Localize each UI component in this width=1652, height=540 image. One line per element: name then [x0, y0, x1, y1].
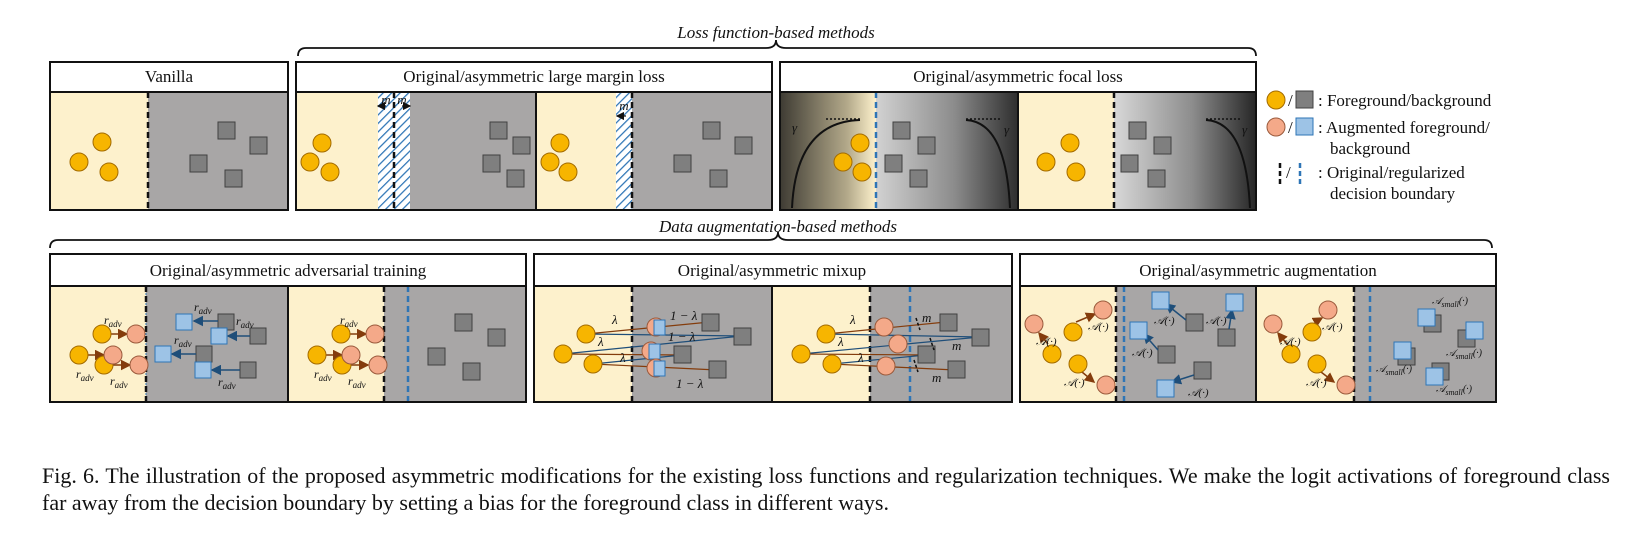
focal-curve	[791, 119, 861, 209]
svg-text:𝒜(·): 𝒜(·)	[1206, 315, 1227, 327]
svg-text:λ: λ	[849, 312, 856, 327]
fg-sample	[99, 162, 119, 182]
svg-text:𝒜small(·): 𝒜small(·)	[1376, 364, 1413, 377]
legend-bg-square	[1295, 90, 1314, 109]
focal-curve	[1205, 119, 1251, 209]
bg-sample	[217, 121, 236, 140]
svg-text:λ: λ	[837, 334, 844, 349]
svg-text:𝒜small(·): 𝒜small(·)	[1436, 384, 1473, 397]
svg-text:/: /	[1288, 91, 1293, 110]
panel-title-vanilla: Vanilla	[145, 67, 194, 86]
legend-fg-circle	[1266, 90, 1286, 110]
loss-group-brace	[297, 39, 1257, 57]
svg-text:m: m	[952, 338, 961, 353]
margin-band	[378, 92, 394, 210]
panel-title-mixup: Original/asymmetric mixup	[678, 261, 866, 280]
svg-text:radv: radv	[76, 367, 94, 383]
panel-augmentation: 𝒜(·) 𝒜(·) 𝒜(·) 𝒜(·) 𝒜(·) 𝒜(·) 𝒜(·) 𝒜(	[1019, 253, 1497, 403]
gamma-label: γ	[1004, 122, 1010, 137]
fg-sample	[69, 152, 89, 172]
svg-text:radv: radv	[236, 314, 254, 330]
svg-text:λ: λ	[597, 334, 604, 349]
panel-focal: γ γ γ Original/asymmetric focal loss	[779, 61, 1257, 211]
svg-text:𝒜(·): 𝒜(·)	[1306, 377, 1327, 389]
svg-text:𝒜(·): 𝒜(·)	[1322, 321, 1343, 333]
svg-text:1 − λ: 1 − λ	[668, 329, 696, 344]
svg-text:𝒜(·): 𝒜(·)	[1154, 315, 1175, 327]
svg-text:1 − λ: 1 − λ	[670, 308, 698, 323]
svg-text:𝒜(·): 𝒜(·)	[1132, 347, 1153, 359]
legend-aug-label: : Augmented foreground/	[1318, 118, 1490, 137]
bg-sample	[189, 154, 208, 173]
svg-text:𝒜(·): 𝒜(·)	[1088, 321, 1109, 333]
legend-aug-square	[1295, 117, 1314, 136]
svg-text:/: /	[1286, 163, 1291, 182]
svg-text:λ: λ	[857, 350, 864, 365]
aug-group-brace	[49, 231, 1493, 249]
legend-fg-bg-label: : Foreground/background	[1318, 91, 1492, 110]
bg-sample	[249, 136, 268, 155]
svg-text:λ: λ	[619, 350, 626, 365]
panel-large-margin: m m m Original/asymmetric large margin l…	[295, 61, 773, 211]
legend-aug-label-2: background	[1330, 139, 1411, 158]
margin-band	[616, 92, 632, 210]
gamma-label: γ	[1242, 122, 1248, 137]
panel-title-adversarial: Original/asymmetric adversarial training	[150, 261, 427, 280]
panel-title-augmentation: Original/asymmetric augmentation	[1139, 261, 1377, 280]
svg-text:radv: radv	[340, 313, 358, 329]
margin-label: m	[397, 92, 406, 107]
gamma-label: γ	[792, 120, 798, 135]
svg-text:radv: radv	[348, 374, 366, 390]
panel-title-large-margin: Original/asymmetric large margin loss	[403, 67, 664, 86]
svg-text:1 − λ: 1 − λ	[676, 376, 704, 391]
svg-text:𝒜small(·): 𝒜small(·)	[1446, 348, 1483, 361]
svg-text:𝒜(·): 𝒜(·)	[1064, 377, 1085, 389]
panel-vanilla: Vanilla	[49, 61, 289, 211]
svg-text:radv: radv	[194, 300, 212, 316]
loss-group-title: Loss function-based methods	[676, 23, 875, 42]
svg-text:radv: radv	[174, 333, 192, 349]
fg-sample	[92, 132, 112, 152]
svg-text:𝒜(·): 𝒜(·)	[1036, 336, 1057, 348]
margin-band	[394, 92, 410, 210]
svg-text:radv: radv	[218, 375, 236, 391]
svg-text:m: m	[922, 310, 931, 325]
svg-text:radv: radv	[104, 313, 122, 329]
panel-adversarial: radv radv radv radv radv radv radv radv …	[49, 253, 527, 403]
svg-text:radv: radv	[314, 367, 332, 383]
margin-label: m	[381, 92, 390, 107]
margin-label: m	[619, 98, 628, 113]
svg-text:radv: radv	[110, 374, 128, 390]
svg-text:m: m	[932, 370, 941, 385]
svg-text:λ: λ	[611, 312, 618, 327]
legend-boundary-label-2: decision boundary	[1330, 184, 1456, 203]
focal-curve	[965, 119, 1011, 209]
legend-aug-circle	[1266, 117, 1286, 137]
legend-boundary-label: : Original/regularized	[1318, 163, 1465, 182]
svg-text:𝒜small(·): 𝒜small(·)	[1432, 296, 1469, 309]
figure-illustration: Loss function-based methods Data augment…	[49, 23, 1497, 403]
panel-title-focal: Original/asymmetric focal loss	[913, 67, 1123, 86]
svg-text:/: /	[1288, 118, 1293, 137]
figure-caption: Fig. 6. The illustration of the proposed…	[42, 463, 1610, 515]
panel-mixup: λ λ λ 1 − λ 1 − λ 1 − λ λ λ λ m m m	[533, 253, 1013, 403]
svg-text:𝒜(·): 𝒜(·)	[1280, 336, 1301, 348]
bg-sample	[224, 169, 243, 188]
aug-group-title: Data augmentation-based methods	[658, 217, 897, 236]
legend: / : Foreground/background / : Augmented …	[1266, 90, 1492, 203]
svg-text:𝒜(·): 𝒜(·)	[1188, 387, 1209, 399]
